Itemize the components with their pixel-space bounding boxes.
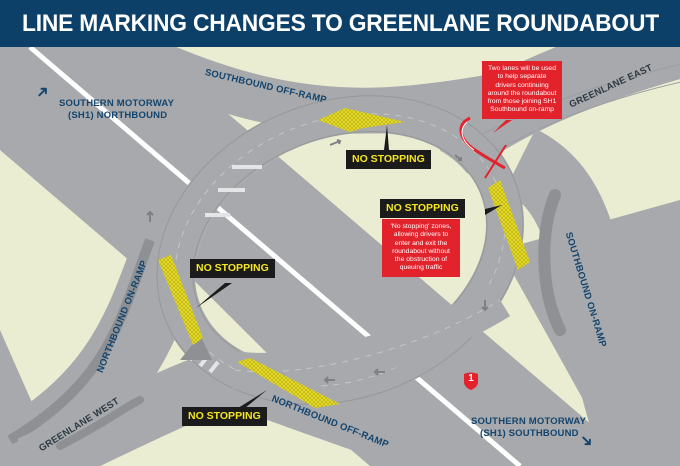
no-stopping-label-left: NO STOPPING — [190, 259, 275, 278]
motorway-northbound-label-line2: (SH1) NORTHBOUND — [68, 110, 168, 121]
no-stopping-label-right: NO STOPPING — [380, 199, 465, 218]
motorway-northbound-label-line1: SOUTHERN MOTORWAY — [59, 98, 175, 109]
two-lanes-callout: Two lanes will be used to help separate … — [482, 61, 562, 119]
map-graphic — [0, 47, 680, 466]
no-stopping-zone-top — [318, 108, 405, 132]
no-stopping-zone-bottom — [237, 358, 340, 408]
no-stopping-label-bottom: NO STOPPING — [182, 407, 267, 426]
no-stopping-label-top: NO STOPPING — [346, 150, 431, 169]
motorway-southbound-label-line1: SOUTHERN MOTORWAY — [471, 416, 587, 427]
no-stopping-zone-left — [158, 255, 203, 345]
no-stopping-zone-right — [488, 180, 530, 270]
roundabout-map: ➜ SOUTHERN MOTORWAY (SH1) NORTHBOUND SOU… — [0, 47, 680, 466]
page-title: LINE MARKING CHANGES TO GREENLANE ROUNDA… — [21, 9, 659, 37]
no-stopping-zones-callout: 'No stopping' zones, allowing drivers to… — [382, 219, 460, 277]
sh1-shield-icon: 1 — [463, 372, 479, 390]
motorway-southbound-label-line2: (SH1) SOUTHBOUND — [480, 428, 579, 439]
title-banner: LINE MARKING CHANGES TO GREENLANE ROUNDA… — [0, 0, 680, 47]
